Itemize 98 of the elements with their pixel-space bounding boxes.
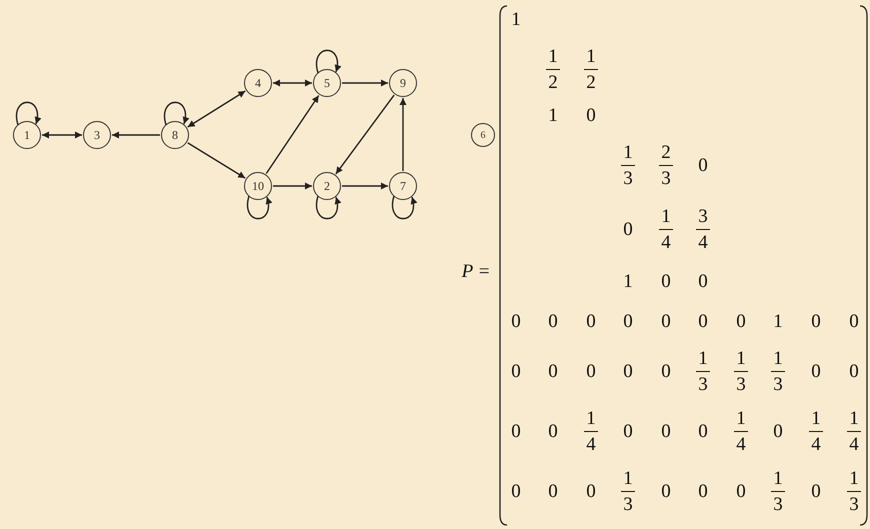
state-circle: 2 — [313, 172, 341, 200]
state-circle: 5 — [313, 69, 341, 97]
matrix-entry: 0 — [623, 362, 633, 382]
matrix-entry: 0 — [623, 312, 633, 332]
arrow — [266, 95, 320, 174]
state-circle: 8 — [161, 121, 189, 149]
matrix-entry: 2 — [661, 143, 671, 163]
matrix-entry: 0 — [548, 422, 558, 442]
matrix-entry: 0 — [511, 362, 521, 382]
matrix-entry: 0 — [661, 422, 671, 442]
self-loop-arrow — [316, 196, 341, 220]
matrix-entry: 1 — [586, 47, 596, 67]
matrix-entry: 0 — [698, 312, 708, 332]
state-circle: 1 — [13, 121, 41, 149]
matrix-entry: 4 — [661, 233, 671, 253]
matrix-entry: 3 — [661, 169, 671, 189]
matrix-entry: 0 — [548, 362, 558, 382]
matrix-entry: 0 — [811, 482, 821, 502]
matrix-entry: 3 — [623, 169, 633, 189]
matrix-entry: 0 — [698, 422, 708, 442]
arrow — [273, 80, 312, 86]
matrix-entry: 0 — [661, 312, 671, 332]
matrix-entry: 1 — [586, 409, 596, 429]
matrix-entry: 0 — [773, 422, 783, 442]
arrow — [42, 132, 82, 138]
matrix-entry: 0 — [849, 362, 859, 382]
state-circle: 7 — [389, 172, 417, 200]
matrix-entry: 1 — [773, 469, 783, 489]
matrix-entry: 0 — [736, 312, 746, 332]
matrix-entry: 1 — [698, 349, 708, 369]
matrix-entry: 0 — [511, 482, 521, 502]
matrix-symbol: P = — [462, 262, 490, 282]
matrix-entry: 0 — [849, 312, 859, 332]
matrix-entry: 0 — [548, 312, 558, 332]
state-circle: 9 — [389, 69, 417, 97]
matrix-entry: 0 — [511, 422, 521, 442]
matrix-entry: 0 — [811, 312, 821, 332]
arrow — [400, 98, 406, 171]
matrix-entry: 3 — [773, 375, 783, 395]
matrix-entry: 4 — [811, 435, 821, 455]
matrix-entry: 0 — [586, 106, 596, 126]
matrix-entry: 1 — [811, 409, 821, 429]
matrix-entry: 3 — [736, 375, 746, 395]
matrix-entry: 0 — [698, 272, 708, 292]
self-loop-arrow — [16, 102, 41, 126]
matrix-entry: 3 — [849, 495, 859, 515]
matrix-entry: 0 — [661, 362, 671, 382]
matrix-entry: 2 — [586, 73, 596, 93]
matrix-entry: 1 — [661, 207, 671, 227]
arrow — [335, 94, 395, 174]
matrix-entry: 1 — [623, 143, 633, 163]
matrix-entry: 0 — [698, 482, 708, 502]
matrix-entry: 3 — [623, 495, 633, 515]
matrix-entry: 0 — [586, 312, 596, 332]
state-circle: 4 — [244, 69, 272, 97]
arrow — [112, 132, 160, 138]
matrix-entry: 1 — [849, 469, 859, 489]
arrow — [273, 182, 312, 190]
matrix-entry: 1 — [849, 409, 859, 429]
matrix-entry: 1 — [623, 469, 633, 489]
self-loop-arrow — [246, 196, 272, 220]
matrix-entry: 0 — [586, 362, 596, 382]
matrix-entry: 1 — [736, 409, 746, 429]
matrix-entry: 3 — [773, 495, 783, 515]
matrix-entry: 3 — [698, 375, 708, 395]
self-loop-arrow — [392, 196, 417, 220]
matrix-entry: 4 — [698, 233, 708, 253]
matrix-entry: 4 — [849, 435, 859, 455]
matrix-entry: 0 — [548, 482, 558, 502]
matrix-entry: 0 — [623, 422, 633, 442]
state-circle: 3 — [83, 121, 111, 149]
matrix-entry: 4 — [586, 435, 596, 455]
matrix-entry: 1 — [548, 47, 558, 67]
matrix-entry: 0 — [661, 482, 671, 502]
self-loop-arrow — [316, 50, 341, 74]
matrix-entry: 0 — [811, 362, 821, 382]
self-loop-arrow — [164, 102, 189, 126]
arrow — [342, 80, 388, 86]
matrix-entry: 0 — [511, 312, 521, 332]
matrix-entry: 1 — [623, 272, 633, 292]
matrix-entry: 3 — [698, 207, 708, 227]
matrix-entry: 1 — [511, 10, 521, 30]
matrix-entry: 0 — [661, 272, 671, 292]
state-circle: 6 — [471, 123, 495, 147]
matrix-entry: 1 — [548, 106, 558, 126]
state-circle: 10 — [244, 172, 272, 200]
matrix-entry: 0 — [698, 156, 708, 176]
matrix-entry: 2 — [548, 73, 558, 93]
matrix-entry: 4 — [736, 435, 746, 455]
arrow — [342, 182, 388, 190]
matrix-entry: 1 — [736, 349, 746, 369]
matrix-entry: 0 — [623, 220, 633, 240]
matrix-entry: 1 — [773, 312, 783, 332]
matrix-entry: 1 — [773, 349, 783, 369]
arrow — [187, 90, 246, 128]
arrow — [187, 142, 246, 179]
matrix-entry: 0 — [586, 482, 596, 502]
matrix-entry: 0 — [736, 482, 746, 502]
